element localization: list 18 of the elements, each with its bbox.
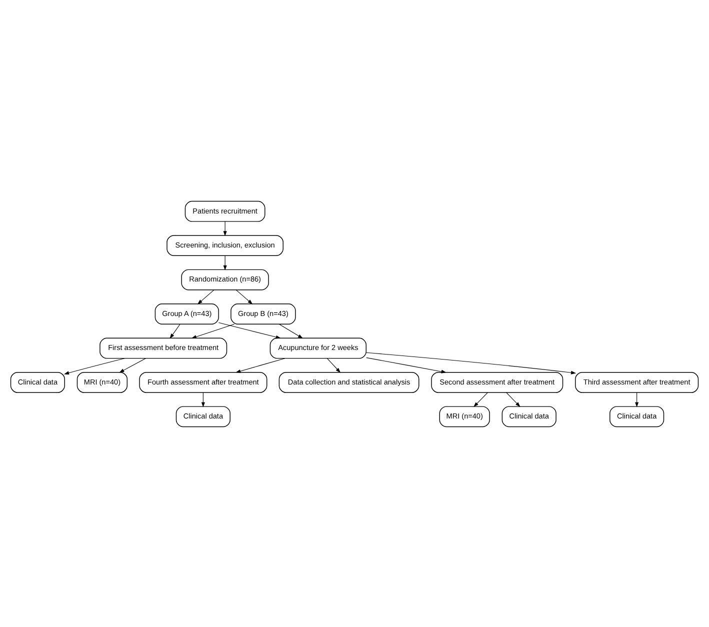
arrow [170, 323, 180, 338]
arrow [474, 392, 488, 407]
arrow [64, 358, 125, 374]
arrow [197, 289, 214, 304]
arrow [223, 254, 227, 270]
arrow [366, 352, 576, 374]
arrow [201, 392, 205, 407]
arrow [223, 220, 227, 236]
arrow [326, 358, 341, 372]
arrow [191, 323, 235, 338]
arrow [635, 392, 639, 407]
arrow [236, 358, 286, 372]
arrow [218, 322, 281, 338]
arrow [119, 358, 146, 372]
arrow [506, 392, 520, 407]
arrow [236, 289, 253, 304]
arrow [366, 356, 446, 373]
arrow [278, 323, 304, 338]
